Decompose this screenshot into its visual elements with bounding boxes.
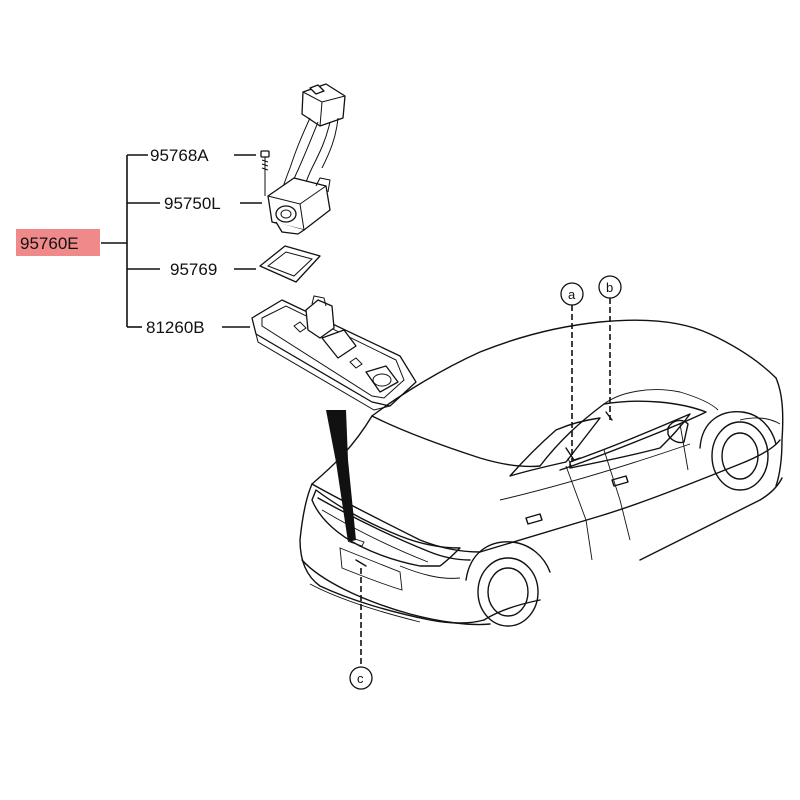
- car-illustration: [299, 319, 784, 627]
- screw-part: [260, 150, 270, 196]
- callout-a[interactable]: a: [560, 282, 584, 306]
- assembly-label-highlight: [16, 229, 100, 256]
- camera-part: [267, 83, 346, 235]
- gasket-part: [259, 245, 321, 283]
- callout-b-circle: [598, 275, 622, 299]
- callout-c[interactable]: c: [349, 666, 373, 690]
- callout-c-circle: [349, 666, 373, 690]
- callout-c-letter: c: [357, 671, 364, 686]
- component-label-81260b[interactable]: 81260B: [146, 318, 205, 337]
- component-label-95768a[interactable]: 95768A: [150, 146, 209, 165]
- callout-b[interactable]: b: [598, 275, 622, 299]
- callout-a-letter: a: [568, 287, 576, 302]
- callout-a-circle: [560, 282, 584, 306]
- bracket-tree: [101, 154, 262, 328]
- pointer-arrow: [326, 410, 356, 542]
- callout-leaders: [355, 298, 613, 666]
- component-label-95750l[interactable]: 95750L: [164, 194, 221, 213]
- component-label-95769[interactable]: 95769: [170, 260, 217, 279]
- assembly-label[interactable]: 95760E: [16, 229, 100, 256]
- housing-part: [251, 295, 417, 411]
- callout-b-letter: b: [606, 280, 613, 295]
- assembly-part-number: 95760E: [20, 234, 79, 253]
